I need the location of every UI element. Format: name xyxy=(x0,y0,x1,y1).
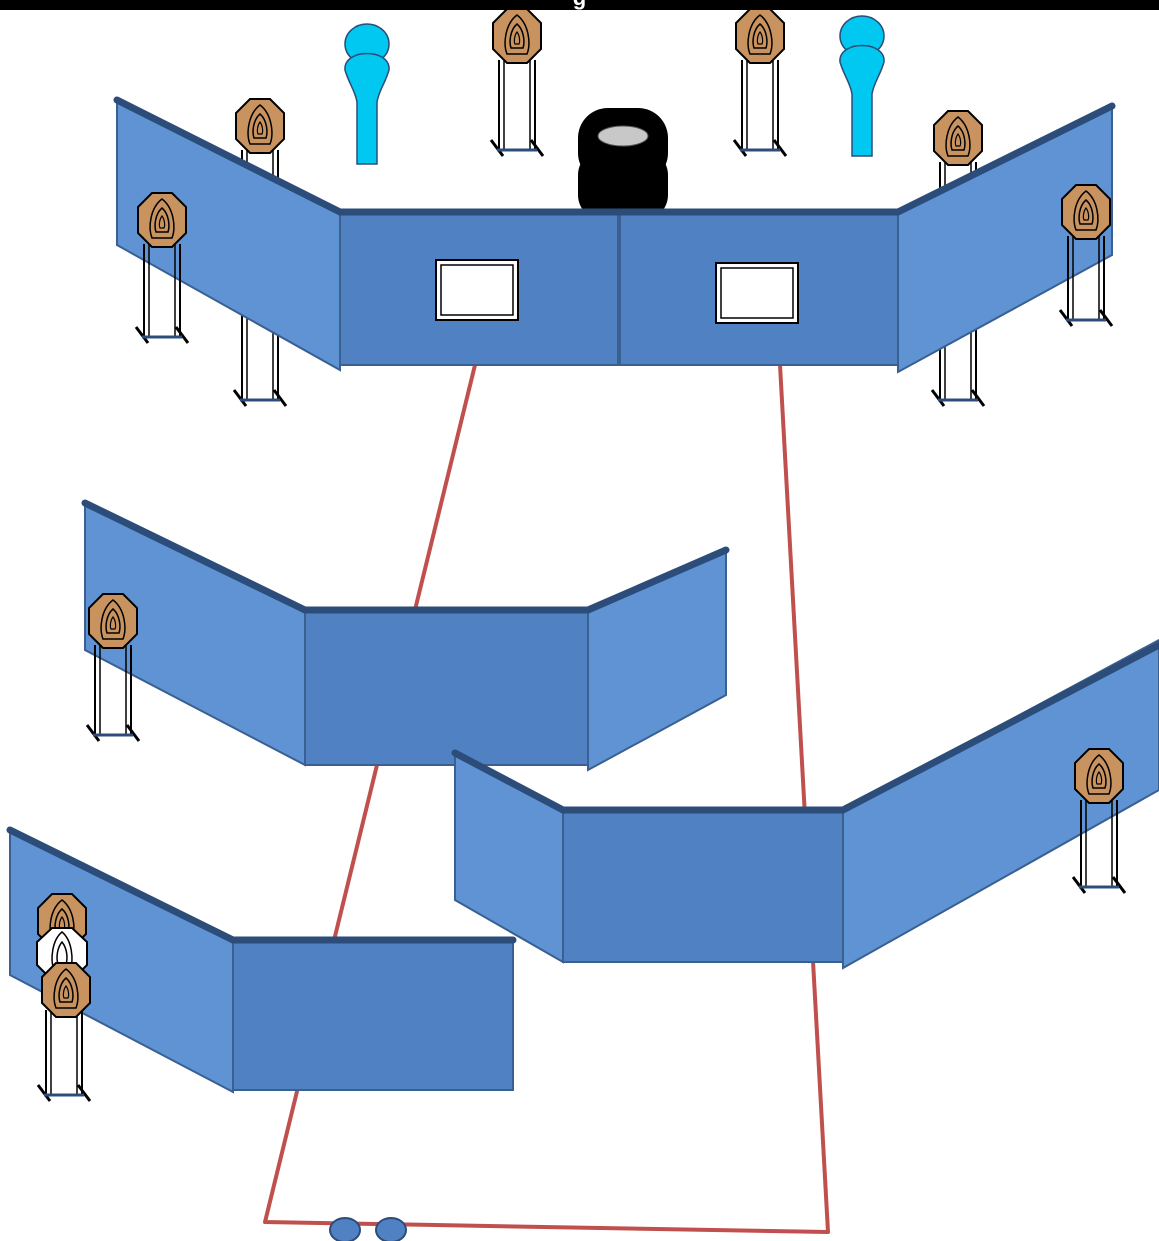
no-shoot-silhouette-icon xyxy=(839,15,885,157)
target-stand-center-left xyxy=(489,60,545,157)
wall-c-left-top xyxy=(451,749,567,814)
paper-target-icon xyxy=(137,192,187,248)
wall-d-face xyxy=(232,939,514,1091)
wall-c-face xyxy=(562,809,844,963)
target-stand-right xyxy=(1071,800,1127,894)
paper-target-icon xyxy=(235,98,285,154)
paper-target-icon xyxy=(1074,748,1124,804)
barrel-stack-icon xyxy=(578,108,668,220)
window-port-icon xyxy=(435,259,519,321)
paper-target-icon xyxy=(88,593,138,649)
target-stand-front-left xyxy=(134,244,190,344)
start-position-icon xyxy=(329,1217,407,1241)
target-stand-mid-left xyxy=(85,645,141,742)
no-shoot-silhouette-icon xyxy=(344,23,390,165)
target-stand-front-right xyxy=(1058,236,1114,327)
wall-b-right-top xyxy=(584,546,730,614)
paper-target-icon xyxy=(1061,184,1111,240)
wall-b-left-top xyxy=(81,499,309,614)
fault-line xyxy=(263,364,830,1234)
target-stand-bottom-left xyxy=(36,1010,92,1102)
paper-target-icon xyxy=(41,962,91,1018)
wall-a-right-top xyxy=(894,102,1116,216)
wall-d-left-top xyxy=(6,826,237,944)
page-title: g xyxy=(0,0,1159,10)
title-bar: g xyxy=(0,0,1159,10)
paper-target-icon xyxy=(735,8,785,64)
window-port-icon xyxy=(715,262,799,324)
wall-a-left-top xyxy=(113,96,344,216)
target-stand-center-right xyxy=(732,60,788,157)
wall-b-face xyxy=(304,609,589,766)
wall-c-right-top xyxy=(839,641,1159,814)
paper-target-icon xyxy=(492,8,542,64)
paper-target-icon xyxy=(933,110,983,166)
